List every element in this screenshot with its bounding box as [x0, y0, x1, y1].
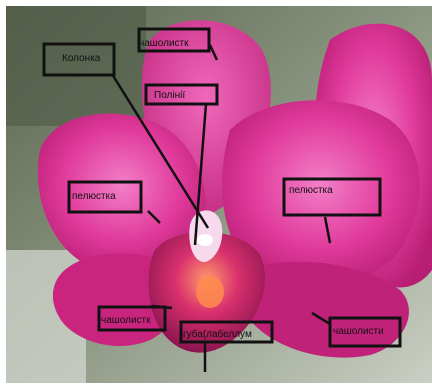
label-sepal-bottom-right: чашолисти: [333, 326, 384, 337]
lip-callus: [196, 276, 224, 308]
label-sepal-top: чашолистк: [139, 38, 189, 49]
background-foliage: [6, 6, 146, 126]
label-petal-left: пелюстка: [72, 191, 116, 202]
pollinia: [197, 234, 213, 246]
label-sepal-bottom-left: чашолистк: [101, 315, 151, 326]
label-column: Колонка: [62, 53, 101, 64]
label-petal-right: пелюстка: [289, 185, 333, 196]
label-lip: губа(лабеллум: [183, 328, 252, 340]
label-pollinia: Полінії: [154, 90, 185, 101]
